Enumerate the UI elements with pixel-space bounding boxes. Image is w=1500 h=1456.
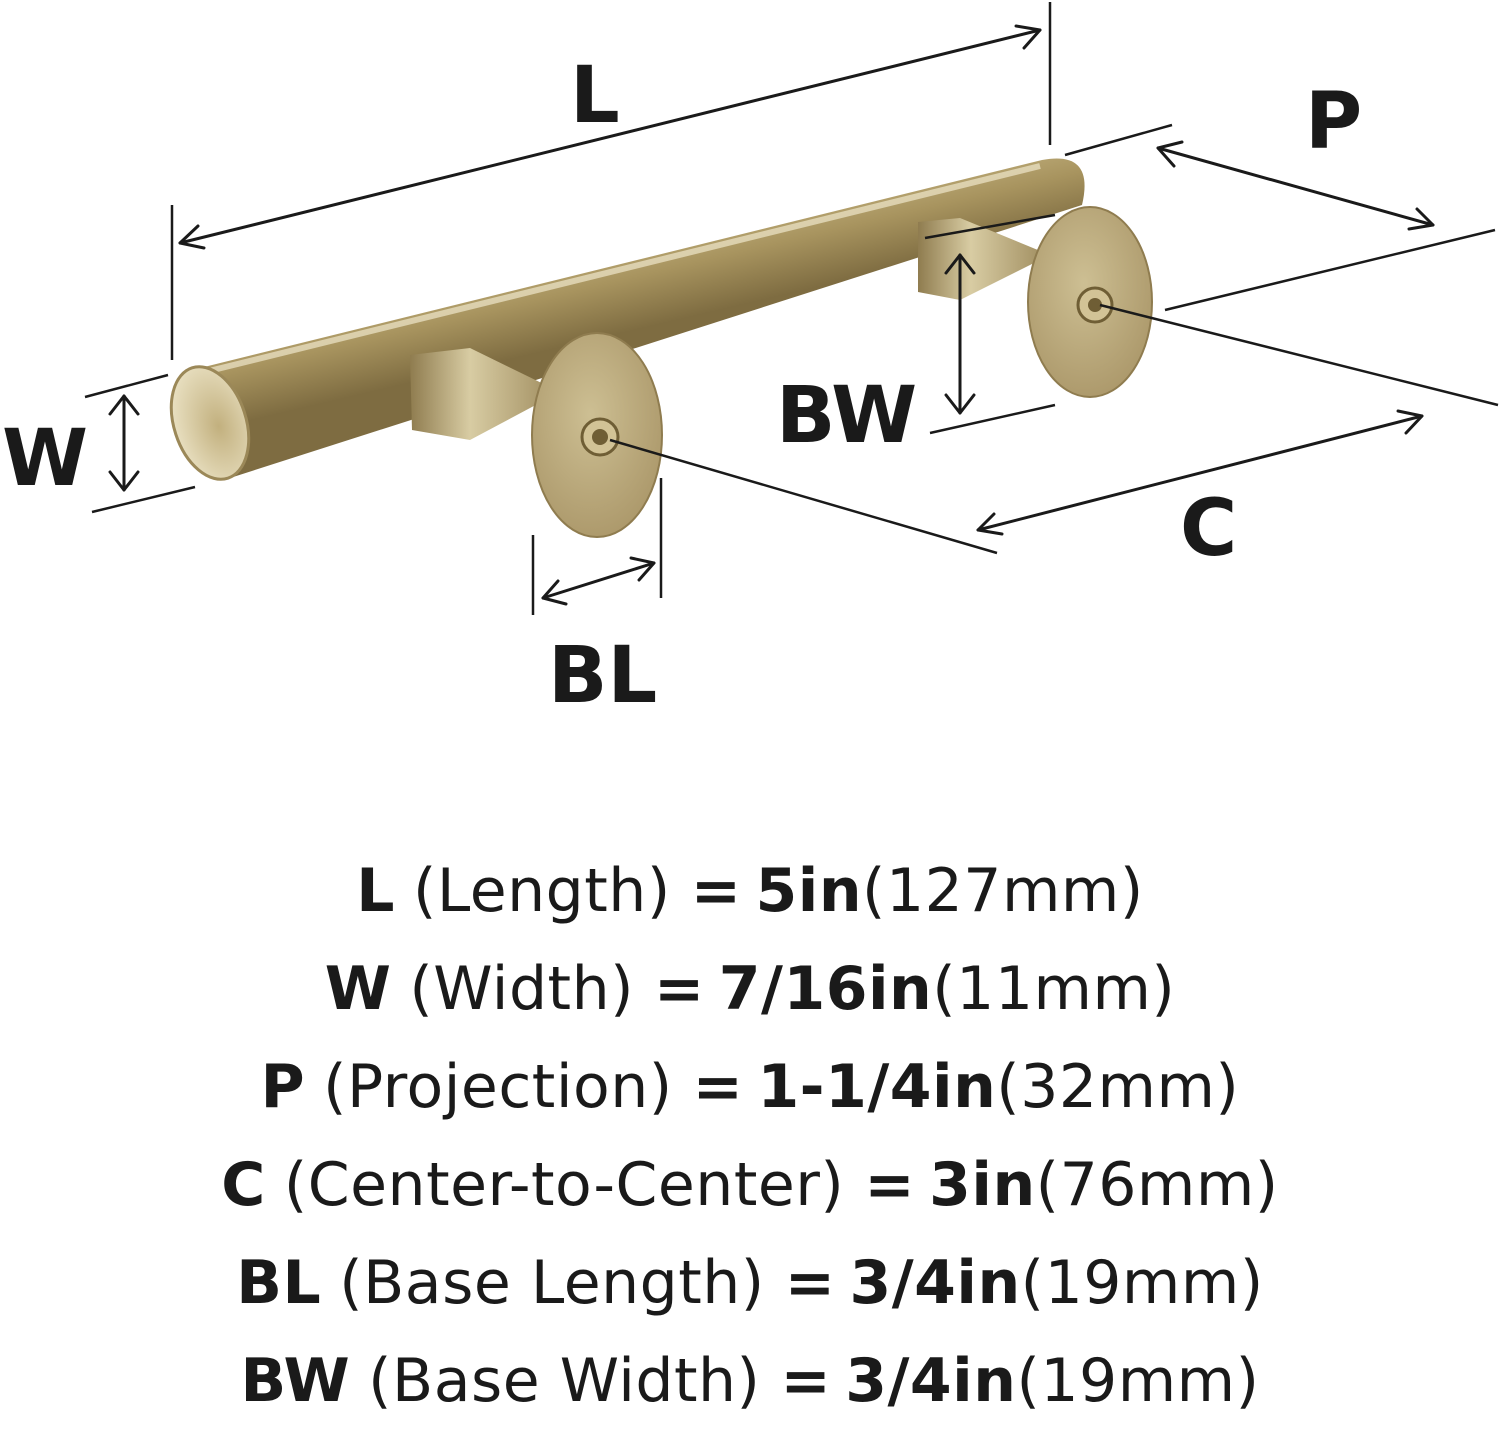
spec-row-length: L (Length) = 5in (127mm) bbox=[0, 842, 1500, 940]
spec-key: L bbox=[356, 856, 395, 926]
spec-metric: (76mm) bbox=[1035, 1150, 1279, 1220]
spec-metric: (19mm) bbox=[1020, 1248, 1264, 1318]
label-C: C bbox=[1180, 484, 1237, 574]
spec-row-projection: P (Projection) = 1-1/4in (32mm) bbox=[0, 1038, 1500, 1136]
spec-metric: (32mm) bbox=[996, 1052, 1240, 1122]
spec-key: P bbox=[260, 1052, 306, 1122]
spec-equals: = bbox=[654, 954, 705, 1024]
spec-imperial: 1-1/4in bbox=[757, 1052, 997, 1122]
left-post bbox=[410, 332, 663, 538]
spec-name: (Projection) bbox=[323, 1052, 673, 1122]
spec-name: (Base Length) bbox=[339, 1248, 765, 1318]
center-to-center-dimension bbox=[609, 303, 1499, 555]
spec-row-center-to-center: C (Center-to-Center) = 3in (76mm) bbox=[0, 1136, 1500, 1234]
spec-equals: = bbox=[784, 1248, 836, 1318]
base-width-dimension bbox=[924, 213, 1056, 435]
width-dimension bbox=[84, 373, 196, 514]
spec-metric: (19mm) bbox=[1016, 1346, 1260, 1416]
spec-key: C bbox=[221, 1150, 266, 1220]
spec-name: (Base Width) bbox=[368, 1346, 761, 1416]
projection-dimension bbox=[1064, 123, 1496, 312]
spec-name: (Center-to-Center) bbox=[283, 1150, 845, 1220]
label-BL: BL bbox=[548, 631, 657, 721]
right-post bbox=[918, 206, 1153, 398]
label-BW: BW bbox=[776, 371, 917, 461]
spec-imperial: 3/4in bbox=[845, 1346, 1017, 1416]
bar-end-cap bbox=[169, 365, 251, 481]
base-length-dimension bbox=[531, 478, 663, 615]
spec-key: BW bbox=[240, 1346, 351, 1416]
spec-key: W bbox=[324, 954, 392, 1024]
dimension-spec-list: L (Length) = 5in (127mm) W (Width) = 7/1… bbox=[0, 842, 1500, 1430]
spec-row-base-width: BW (Base Width) = 3/4in (19mm) bbox=[0, 1332, 1500, 1430]
label-W: W bbox=[2, 414, 88, 504]
spec-key: BL bbox=[236, 1248, 322, 1318]
spec-metric: (127mm) bbox=[862, 856, 1144, 926]
spec-name: (Width) bbox=[409, 954, 635, 1024]
spec-imperial: 3/4in bbox=[849, 1248, 1021, 1318]
spec-metric: (11mm) bbox=[932, 954, 1176, 1024]
pull-handle-diagram: L P W BW C BL bbox=[2, 2, 1499, 721]
spec-imperial: 7/16in bbox=[718, 954, 933, 1024]
spec-equals: = bbox=[780, 1346, 832, 1416]
spec-equals: = bbox=[864, 1150, 916, 1220]
spec-imperial: 5in bbox=[755, 856, 863, 926]
label-L: L bbox=[570, 51, 620, 141]
spec-name: (Length) bbox=[412, 856, 671, 926]
length-dimension bbox=[170, 2, 1052, 360]
spec-row-base-length: BL (Base Length) = 3/4in (19mm) bbox=[0, 1234, 1500, 1332]
spec-equals: = bbox=[692, 1052, 744, 1122]
spec-row-width: W (Width) = 7/16in (11mm) bbox=[0, 940, 1500, 1038]
spec-imperial: 3in bbox=[929, 1150, 1036, 1220]
label-P: P bbox=[1305, 77, 1362, 167]
spec-equals: = bbox=[690, 856, 742, 926]
